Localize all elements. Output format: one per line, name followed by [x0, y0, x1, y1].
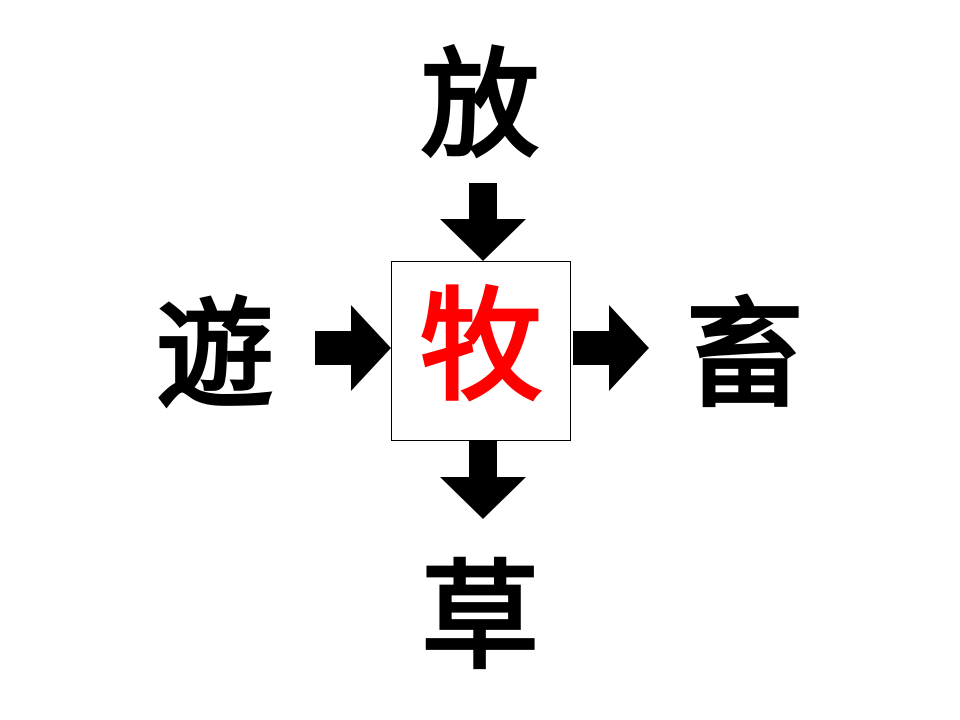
- arrow-right-icon: [573, 305, 649, 391]
- left-kanji: 遊: [155, 286, 274, 424]
- answer-kanji: 牧: [420, 276, 542, 418]
- arrow-right-icon: [315, 305, 391, 391]
- answer-box: 牧: [391, 261, 571, 441]
- right-kanji: 畜: [685, 286, 804, 424]
- top-kanji: 放: [420, 36, 539, 174]
- bottom-kanji: 草: [420, 548, 539, 686]
- arrow-down-icon: [440, 441, 526, 519]
- arrow-down-icon: [440, 183, 526, 261]
